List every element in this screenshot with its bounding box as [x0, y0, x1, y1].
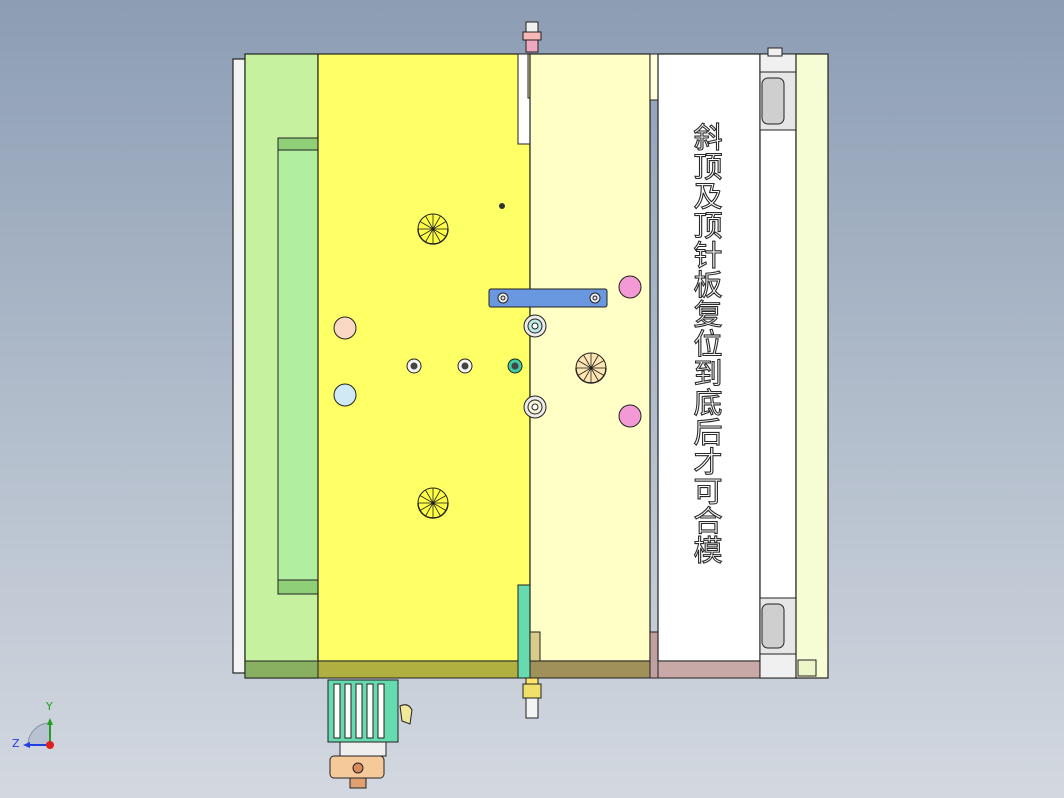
spider-spoke [590, 354, 599, 369]
round-pin-peach [333, 316, 357, 340]
spider-spoke [432, 215, 441, 230]
spider-spoke [577, 367, 592, 376]
clamp-plate-bottom-strip [244, 660, 319, 679]
guide-block [517, 584, 531, 679]
side-bolt [797, 659, 817, 677]
spider-spoke [432, 228, 447, 237]
spider-spoke [432, 502, 447, 511]
guide-bushing-bottom [523, 395, 547, 419]
guide-bushing-top [523, 314, 547, 338]
a-plate-bottom-strip [317, 660, 531, 679]
spider-spoke [425, 489, 434, 504]
spider-spoke [419, 228, 434, 237]
spider-arc [417, 228, 449, 245]
x-axis-icon [46, 741, 54, 749]
spider-spoke [590, 367, 605, 376]
spider-arc [575, 367, 607, 384]
ejector-plate [759, 53, 797, 679]
bottom-clamp-plate [795, 53, 829, 679]
spider-spoke [432, 489, 441, 504]
top-water-fitting [522, 21, 542, 53]
back-plate-edge [232, 58, 246, 674]
spider-arc [417, 502, 449, 519]
screw-3 [507, 358, 523, 374]
small-screw [499, 203, 505, 209]
spider-spoke [590, 360, 605, 369]
top-bolt [767, 47, 783, 57]
a-plate [317, 53, 531, 662]
round-pin-lightblue [333, 383, 357, 407]
spider-spoke [583, 354, 592, 369]
spider-spoke [432, 502, 441, 517]
sprue-spider-right [575, 352, 607, 384]
spider-spoke [577, 360, 592, 369]
spider-spoke [432, 495, 447, 504]
screw-1 [406, 358, 422, 374]
spider-spoke [432, 221, 447, 230]
spacer-bottom-strip [657, 660, 761, 679]
round-pin-pink-bottom [618, 404, 642, 428]
spider-spoke [583, 367, 592, 382]
spider-spoke [425, 502, 434, 517]
mold-assembly [232, 21, 829, 789]
ejector-pin-bottom [761, 603, 785, 649]
mold-annotation-text: 斜顶及顶针板复位到底后才可合模 [688, 121, 723, 565]
triad-y-label: Y [46, 700, 53, 713]
spider-spoke [419, 221, 434, 230]
spacer-block [657, 53, 761, 662]
spider-spoke [419, 495, 434, 504]
ejector-pin-top [761, 77, 785, 125]
axis-triad[interactable] [23, 718, 54, 749]
triad-quarter-disc [27, 722, 51, 746]
spider-spoke [590, 367, 599, 382]
triad-z-label: Z [12, 737, 20, 750]
spider-spoke [425, 228, 434, 243]
bottom-water-fitting [522, 677, 542, 719]
b-plate-bottom-strip [529, 660, 651, 679]
round-pin-pink-top [618, 275, 642, 299]
hydraulic-motor [327, 679, 413, 789]
spider-spoke [419, 502, 434, 511]
spider-spoke [432, 228, 441, 243]
sprue-spider-top [417, 213, 449, 245]
screw-2 [457, 358, 473, 374]
sprue-spider-bottom [417, 487, 449, 519]
clamp-pocket [277, 137, 319, 595]
link-bar [488, 288, 608, 308]
spider-spoke [425, 215, 434, 230]
